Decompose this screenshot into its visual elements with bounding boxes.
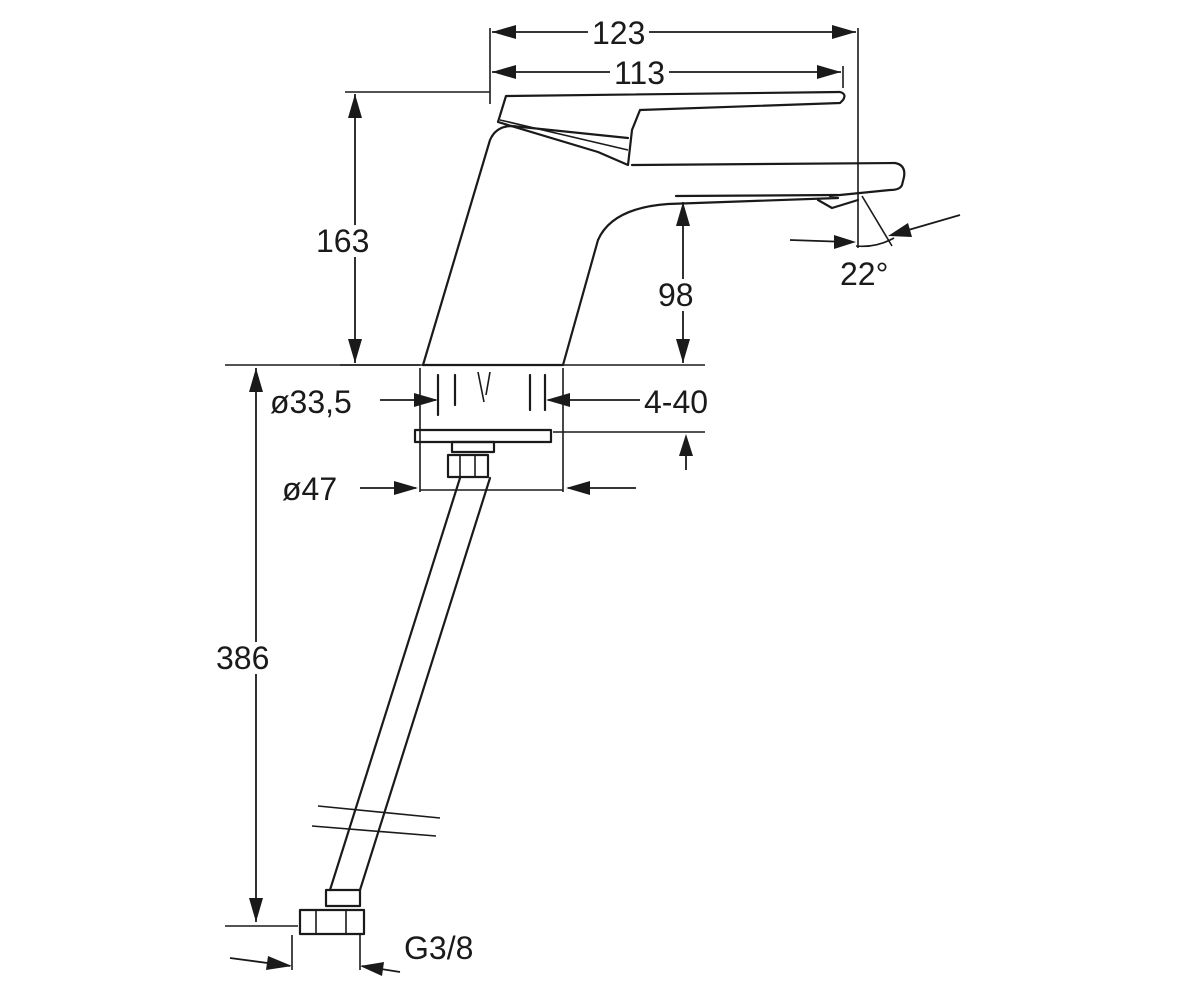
dimension-22deg (789, 195, 961, 249)
supply-hose (298, 476, 492, 936)
dimension-hole-diameter (380, 393, 640, 407)
label-width-outer: 123 (588, 17, 650, 49)
dimension-thread (229, 956, 401, 976)
dimension-123 (492, 25, 856, 39)
label-width-inner: 113 (610, 57, 670, 89)
label-spout-height: 98 (654, 279, 698, 311)
dimension-clamp-range (679, 434, 693, 470)
extension-lines (225, 28, 859, 970)
label-body-height: 163 (312, 225, 374, 257)
label-spout-angle: 22° (836, 258, 893, 290)
label-hose-length: 386 (212, 642, 274, 674)
label-hole-diameter: ø33,5 (266, 386, 356, 418)
label-hose-thread: G3/8 (400, 932, 478, 964)
label-clamp-range: 4-40 (640, 386, 713, 418)
faucet-body (421, 124, 906, 367)
mounting-hardware (413, 371, 553, 479)
lever-handle (496, 90, 846, 167)
dimension-base-diameter (360, 481, 636, 495)
label-base-diameter: ø47 (278, 473, 342, 505)
